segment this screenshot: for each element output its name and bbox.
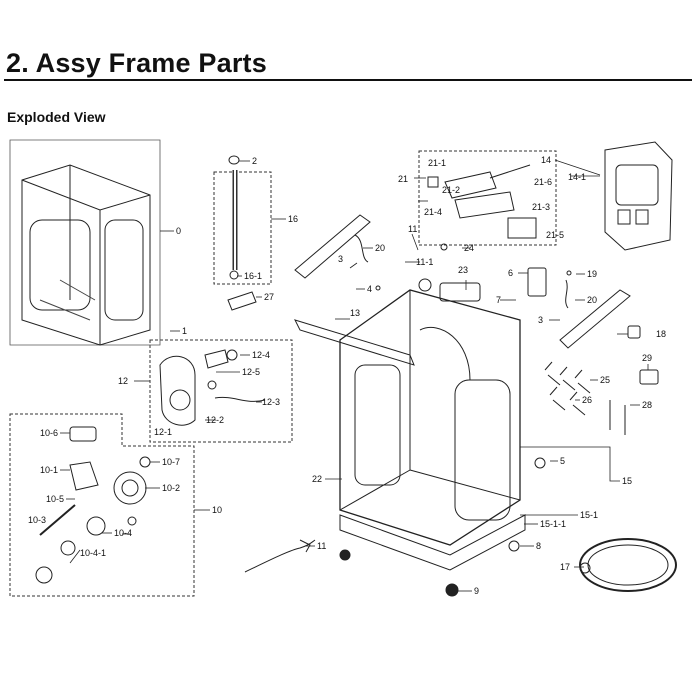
right-bracket-part: [527, 267, 631, 349]
callout-21: 21: [398, 174, 408, 184]
small-parts: [375, 243, 572, 552]
callout-7: 7: [496, 295, 501, 305]
callout-1: 1: [182, 326, 187, 336]
callout-2: 2: [252, 156, 257, 166]
callout-10-5: 10-5: [46, 494, 64, 504]
callout-21-5: 21-5: [546, 230, 564, 240]
top-bracket-part: [294, 214, 415, 366]
hose-group-box: [213, 171, 272, 285]
callout-10-4: 10-4: [114, 528, 132, 538]
callout-11-1: 11-1: [416, 257, 433, 267]
callout-labels: 0 1 2 3 3 4 5 6 7 8 9 10 10-1 10-2 10-3 …: [28, 155, 666, 596]
callout-10-2: 10-2: [162, 483, 180, 493]
callout-15-1-1: 15-1-1: [540, 519, 566, 529]
callout-10-7: 10-7: [162, 457, 180, 467]
callout-3: 3: [338, 254, 343, 264]
fastener-parts: [544, 325, 659, 435]
leader-lines: [60, 159, 649, 592]
callout-18: 18: [656, 329, 666, 339]
callout-21-6: 21-6: [534, 177, 552, 187]
callout-19: 19: [587, 269, 597, 279]
callout-21-4: 21-4: [424, 207, 442, 217]
callout-25: 25: [600, 375, 610, 385]
part-14-cover: [604, 141, 673, 251]
callout-3: 3: [538, 315, 543, 325]
drain-hose-part: [228, 155, 240, 280]
callout-5: 5: [560, 456, 565, 466]
callout-21-3: 21-3: [532, 202, 550, 212]
callout-28: 28: [642, 400, 652, 410]
outer-cabinet-part: [9, 139, 161, 346]
callout-4: 4: [367, 284, 372, 294]
callout-13: 13: [350, 308, 360, 318]
callout-21-1: 21-1: [428, 158, 446, 168]
callout-20: 20: [375, 243, 385, 253]
part-21-assembly: [427, 164, 537, 239]
callout-12-1: 12-1: [154, 427, 172, 437]
callout-20: 20: [587, 295, 597, 305]
page-title: 2. Assy Frame Parts: [6, 48, 267, 78]
base-part: [339, 514, 526, 597]
callout-11: 11: [408, 224, 417, 234]
callout-12-4: 12-4: [252, 350, 270, 360]
wire-harness-part: [244, 539, 316, 573]
callout-14-1: 14-1: [568, 172, 586, 182]
callout-29: 29: [642, 353, 652, 363]
callout-10-1: 10-1: [40, 465, 58, 475]
callout-14: 14: [541, 155, 551, 165]
inlet-hose-part: [579, 538, 677, 592]
group-21-box: [418, 150, 557, 246]
callout-8: 8: [536, 541, 541, 551]
group-12-box: [149, 339, 293, 443]
callout-16-1: 16-1: [244, 271, 262, 281]
callout-12-5: 12-5: [242, 367, 260, 377]
callout-15: 15: [622, 476, 632, 486]
callout-26: 26: [582, 395, 592, 405]
callout-23: 23: [458, 265, 468, 275]
callout-12-2: 12-2: [206, 415, 224, 425]
callout-22: 22: [312, 474, 322, 484]
callout-21-2: 21-2: [442, 185, 460, 195]
part-27-shape: [227, 291, 257, 311]
part-10-assembly: [35, 426, 151, 584]
callout-12-3: 12-3: [262, 397, 280, 407]
callout-12: 12: [118, 376, 128, 386]
callout-16: 16: [288, 214, 298, 224]
callout-9: 9: [474, 586, 479, 596]
callout-10-4-1: 10-4-1: [80, 548, 106, 558]
callout-11: 11: [317, 541, 326, 551]
section-subtitle: Exploded View: [7, 109, 106, 125]
callout-17: 17: [560, 562, 570, 572]
callout-10: 10: [212, 505, 222, 515]
callout-27: 27: [264, 292, 274, 302]
callout-10-3: 10-3: [28, 515, 46, 525]
title-underline: [4, 79, 692, 81]
group-10-box: [9, 413, 195, 597]
callout-6: 6: [508, 268, 513, 278]
callout-0: 0: [176, 226, 181, 236]
part-12-assembly: [159, 349, 266, 426]
callout-15-1: 15-1: [580, 510, 598, 520]
callout-24: 24: [464, 243, 474, 253]
main-frame-part: [339, 278, 521, 546]
callout-10-6: 10-6: [40, 428, 58, 438]
